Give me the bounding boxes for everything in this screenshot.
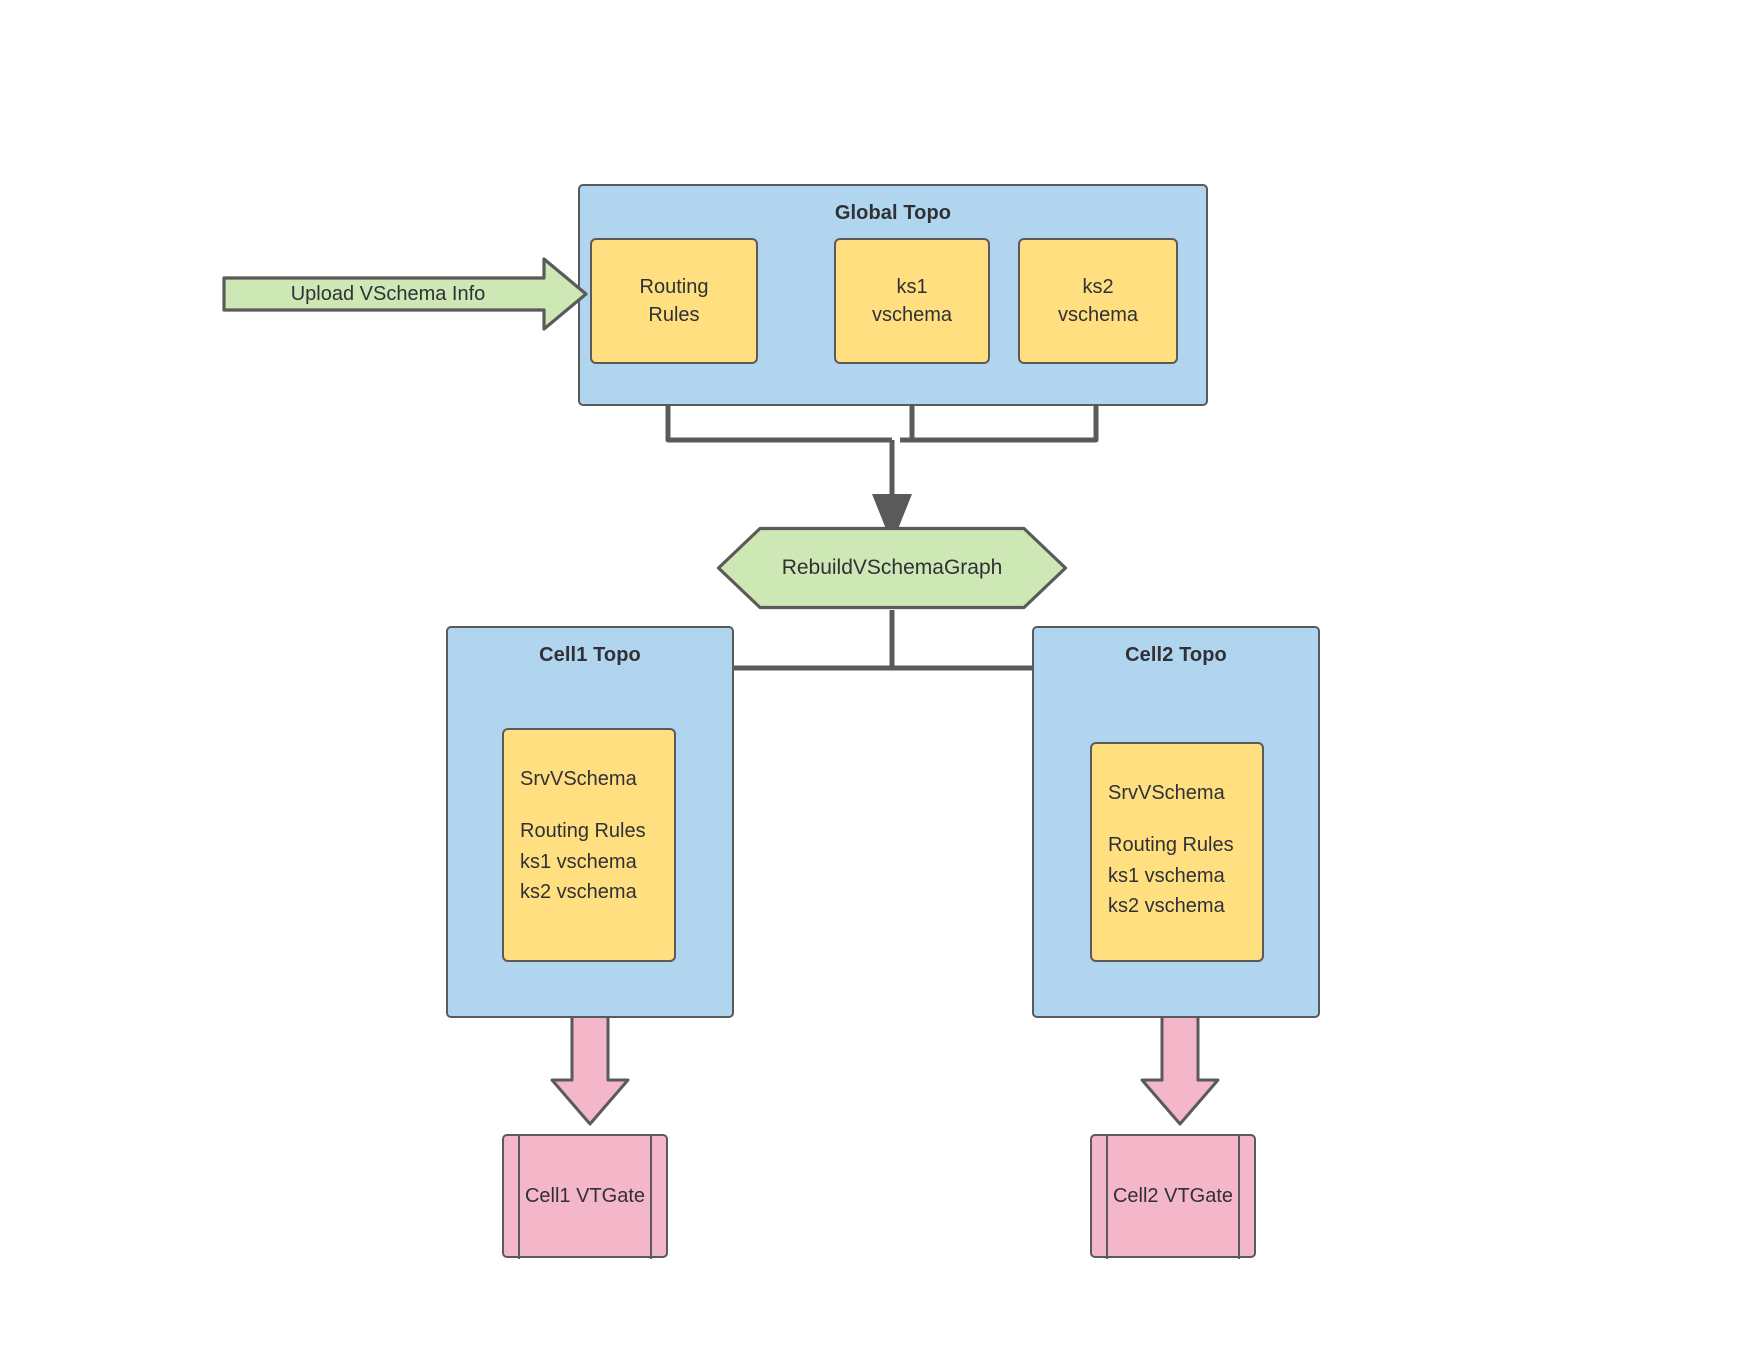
- spacer: [520, 794, 646, 816]
- hexagon-shape: [716, 526, 1068, 610]
- global-node-ks2-vschema-label: ks2 vschema: [1057, 275, 1139, 326]
- upload-vschema-info-label: Upload VSchema Info: [290, 282, 486, 305]
- cell2-srvvschema-heading: SrvVSchema: [1108, 782, 1225, 804]
- spacer: [1108, 808, 1234, 830]
- cell2-srvvschema-entry-ks2: ks2 vschema: [1108, 895, 1225, 918]
- rebuild-vschema-graph-node[interactable]: RebuildVSchemaGraph: [716, 526, 1068, 610]
- cell1-vtgate-label: Cell1 VTGate: [524, 1184, 646, 1207]
- process-bar-left: [1106, 1133, 1108, 1259]
- cell2-srvvschema-content: SrvVSchema Routing Rules ks1 vschema ks2…: [1108, 778, 1234, 922]
- process-bar-right: [1238, 1133, 1240, 1259]
- cell1-srvvschema-entry-ks1: ks1 vschema: [520, 850, 637, 873]
- process-bar-left: [518, 1133, 520, 1259]
- process-bar-right: [650, 1133, 652, 1259]
- cell2-srvvschema-entry-routing-rules: Routing Rules: [1108, 834, 1234, 857]
- rebuild-vschema-graph-label: RebuildVSchemaGraph: [781, 556, 1003, 579]
- global-node-routing-rules-label: Routing Rules: [639, 275, 709, 326]
- upload-vschema-info-arrow[interactable]: Upload VSchema Info: [222, 256, 588, 332]
- global-node-ks1-vschema-label: ks1 vschema: [871, 275, 953, 326]
- cell2-topo-title: Cell2 Topo: [1125, 644, 1227, 666]
- cell1-srvvschema-entry-ks2: ks2 vschema: [520, 881, 637, 904]
- global-node-ks2-vschema[interactable]: ks2 vschema: [1018, 238, 1178, 364]
- cell1-srvvschema-content: SrvVSchema Routing Rules ks1 vschema ks2…: [520, 764, 646, 908]
- cell1-srvvschema-entry-routing-rules: Routing Rules: [520, 820, 646, 843]
- cell2-vtgate-node[interactable]: Cell2 VTGate: [1090, 1133, 1256, 1259]
- cell2-vtgate-label: Cell2 VTGate: [1112, 1184, 1234, 1207]
- cell2-srvvschema-box[interactable]: SrvVSchema Routing Rules ks1 vschema ks2…: [1090, 742, 1264, 962]
- cell1-srvvschema-box[interactable]: SrvVSchema Routing Rules ks1 vschema ks2…: [502, 728, 676, 962]
- cell1-topo-title: Cell1 Topo: [539, 644, 641, 666]
- cell1-vtgate-node[interactable]: Cell1 VTGate: [502, 1133, 668, 1259]
- global-topo-title: Global Topo: [834, 202, 952, 224]
- global-node-ks1-vschema[interactable]: ks1 vschema: [834, 238, 990, 364]
- cell2-srvvschema-entry-ks1: ks1 vschema: [1108, 864, 1225, 887]
- block-arrow-shape: [222, 257, 588, 331]
- global-node-routing-rules[interactable]: Routing Rules: [590, 238, 758, 364]
- cell1-srvvschema-heading: SrvVSchema: [520, 768, 637, 790]
